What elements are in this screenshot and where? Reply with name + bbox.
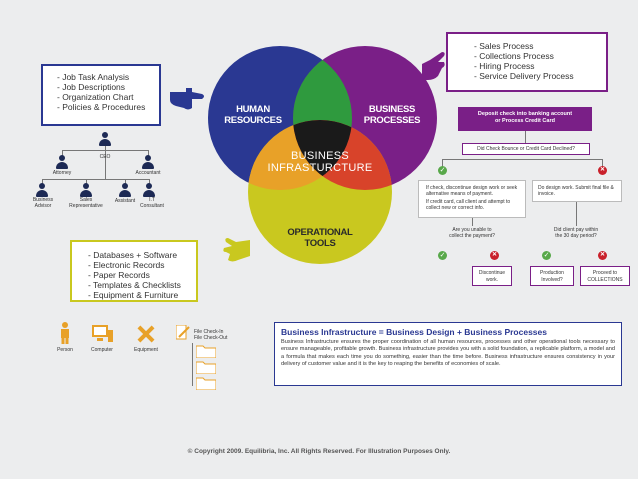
ops-details-box: - Databases + Software - Electronic Reco… [70, 240, 198, 302]
flow-discontinue: Discontinue work. [472, 266, 512, 286]
hr-item: - Job Task Analysis [57, 72, 130, 82]
tool-equipment-label: Equipment [134, 347, 158, 353]
hr-item: - Job Descriptions [57, 82, 126, 92]
person-icon [142, 155, 154, 169]
person-icon [99, 132, 111, 146]
hr-details-box: - Job Task Analysis - Job Descriptions -… [41, 64, 161, 126]
yes-check-icon: ✓ [438, 251, 447, 260]
pointing-hand-icon [422, 52, 445, 80]
bp-ops-overlap [293, 120, 392, 190]
org-accountant: Accountant [135, 170, 161, 176]
computer-icon [92, 325, 113, 342]
no-x-icon: ✕ [490, 251, 499, 260]
folder-icon [196, 377, 216, 390]
flow-production: Production Involved? [530, 266, 574, 286]
hr-item: - Organization Chart [57, 92, 134, 102]
person-icon [61, 322, 69, 344]
tool-computer-label: Computer [91, 347, 113, 353]
bp-item: - Sales Process [474, 41, 534, 51]
folder-icon [196, 361, 216, 374]
flow-yes-bullet: If check, discontinue design work or see… [426, 185, 518, 197]
info-box: Business Infrastructure = Business Desig… [274, 322, 622, 386]
info-body: Business Infrastructure ensures the prop… [281, 339, 615, 368]
person-icon [119, 183, 131, 197]
bp-item: - Service Delivery Process [474, 71, 574, 81]
org-it-consultant: I.T Consultant [140, 197, 164, 209]
bp-item: - Collections Process [474, 51, 554, 61]
flow-yes-bullet: If credit card, call client and attempt … [426, 199, 511, 211]
info-title: Business Infrastructure = Business Desig… [281, 327, 547, 337]
no-x-icon: ✕ [598, 166, 607, 175]
flow-no-bullet: Do design work. Submit final file & invo… [538, 185, 614, 197]
file-check-out-label: File Check-Out [194, 335, 228, 341]
ops-item: - Equipment & Furniture [88, 290, 179, 300]
ops-item: - Electronic Records [88, 260, 165, 270]
flow-collect-question: Are you unable to collect the payment? [449, 227, 495, 239]
hr-label: HUMAN RESOURCES [224, 104, 282, 126]
flow-proceed: Proceed to COLLECTIONS [580, 266, 630, 286]
edit-document-icon [176, 325, 190, 340]
person-icon [56, 155, 68, 169]
ops-label: OPERATIONAL TOOLS [287, 227, 353, 249]
flow-declined-question: Did Check Bounce or Credit Card Declined… [462, 143, 590, 155]
flow-yes-box [418, 180, 526, 218]
person-icon [36, 183, 48, 197]
ops-item: - Paper Records [88, 270, 150, 280]
no-x-icon: ✕ [598, 251, 607, 260]
tools-icon [137, 325, 155, 343]
hr-item: - Policies & Procedures [57, 102, 146, 112]
flow-paid-question: Did client pay within the 30 day period? [553, 227, 599, 239]
bp-details-box: - Sales Process - Collections Process - … [446, 32, 608, 92]
org-ceo: CEO [99, 154, 111, 160]
tool-person-label: Person [57, 347, 73, 353]
person-icon [143, 183, 155, 197]
pointing-hand-icon [170, 88, 204, 110]
org-business-advisor: Business Advisor [32, 197, 54, 209]
bp-item: - Hiring Process [474, 61, 535, 71]
org-assistant: Assistant [114, 198, 136, 204]
flow-no-box [532, 180, 622, 202]
copyright-footer: © Copyright 2009. Equilibria, Inc. All R… [187, 448, 451, 455]
person-icon [80, 183, 92, 197]
center-label: BUSINESS INFRASTURCTURE [267, 150, 373, 174]
bp-label: BUSINESS PROCESSES [363, 104, 421, 126]
org-attorney: Attorney [52, 170, 72, 176]
org-sales-rep: Sales Representative [69, 197, 103, 209]
flow-deposit: Deposit check into banking account or Pr… [458, 107, 592, 131]
folder-icon [196, 345, 216, 358]
hr-ops-overlap [248, 120, 352, 190]
ops-item: - Databases + Software [88, 250, 178, 260]
pointing-hand-icon [223, 238, 250, 262]
yes-check-icon: ✓ [438, 166, 447, 175]
yes-check-icon: ✓ [542, 251, 551, 260]
ops-item: - Templates & Checklists [88, 280, 181, 290]
tool-file-check: File Check-In File Check-Out [194, 329, 227, 341]
file-check-in-label: File Check-In [194, 329, 224, 335]
